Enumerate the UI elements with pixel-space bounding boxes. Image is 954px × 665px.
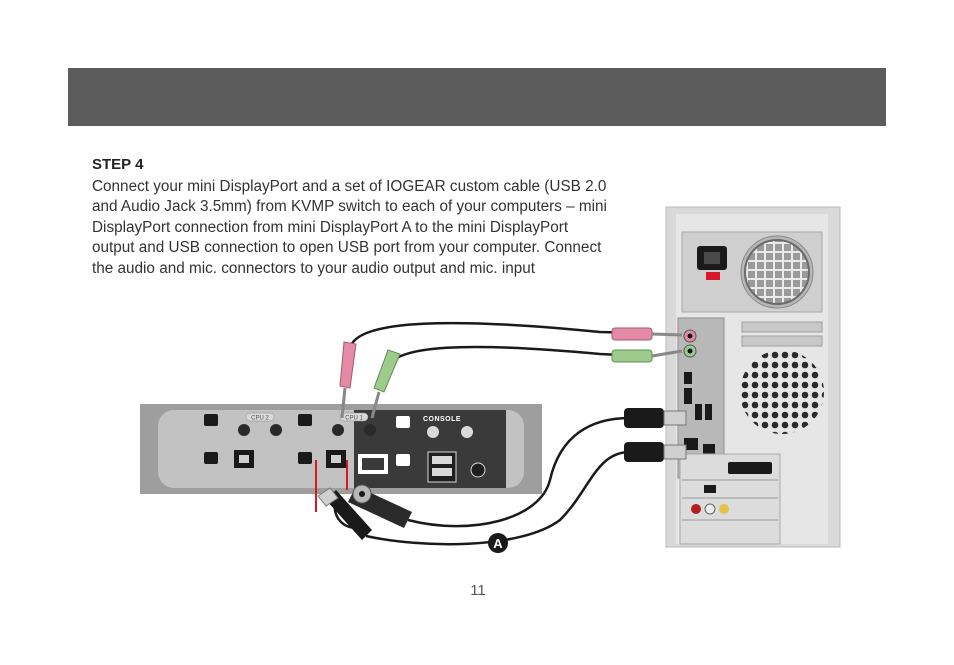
page-number: 11 — [470, 582, 486, 599]
kvm-switch: CPU 2 CPU 1 CONSOLE — [140, 404, 542, 494]
step-instructions: Connect your mini DisplayPort and a set … — [92, 178, 607, 277]
console-label: CONSOLE — [423, 416, 461, 423]
callout-a: A — [488, 533, 508, 553]
pc-displayport-plug — [624, 442, 687, 462]
callout-a-label: A — [493, 536, 503, 551]
vent-grille — [740, 350, 824, 434]
kvm-displayport-plug — [348, 484, 412, 528]
header-bar — [68, 68, 886, 126]
audio-plug-pink — [339, 341, 357, 419]
mic-plug-green — [370, 349, 401, 419]
power-supply — [681, 231, 823, 313]
pc-usb-plug — [624, 408, 687, 428]
pc-audio-plugs — [611, 327, 683, 363]
expansion-slots — [679, 453, 781, 545]
kvm-usb-plug — [317, 487, 372, 540]
cpu1-label: CPU 1 — [345, 416, 363, 422]
pc-tower — [665, 206, 841, 548]
cpu2-label: CPU 2 — [251, 416, 269, 422]
step-title: STEP 4 — [92, 156, 144, 173]
